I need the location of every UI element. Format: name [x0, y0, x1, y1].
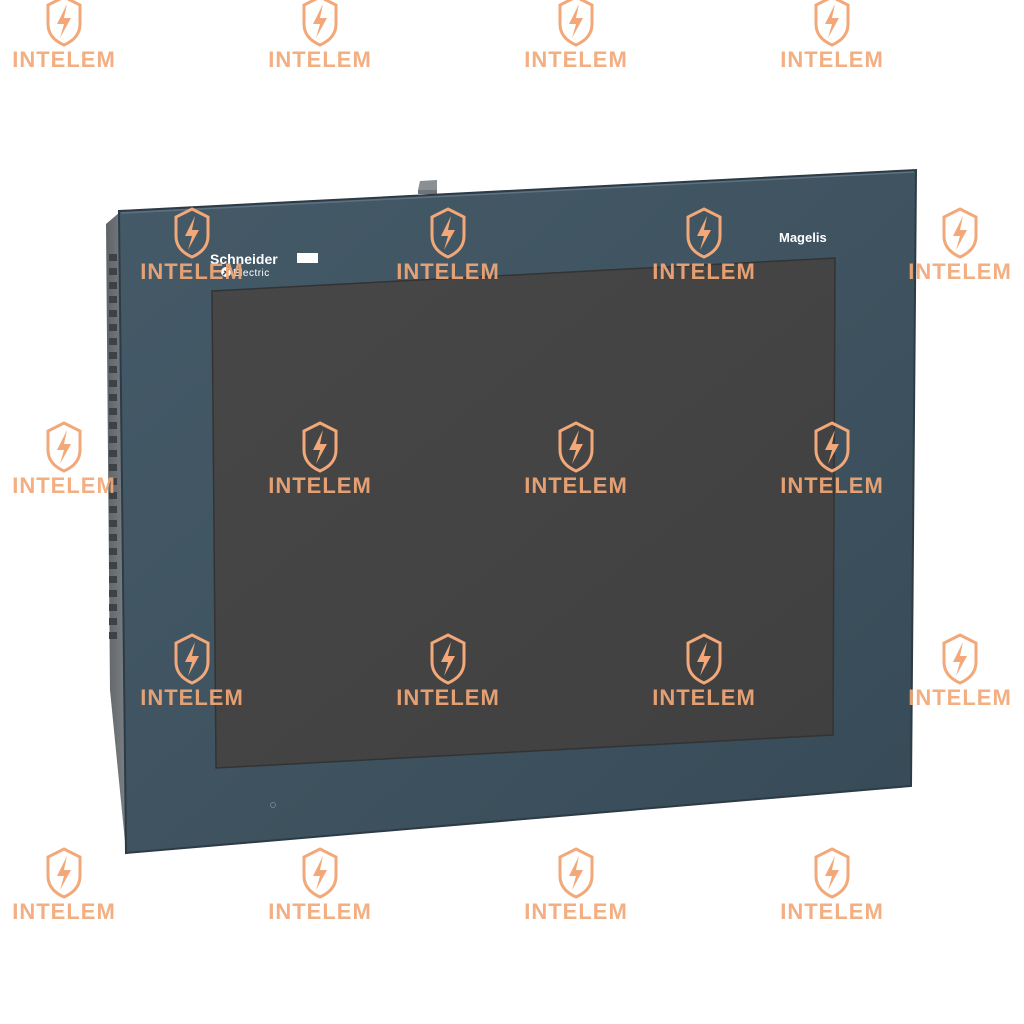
- model-name: Magelis: [779, 230, 827, 245]
- vent-slot: [109, 394, 117, 401]
- display-screen[interactable]: [212, 258, 835, 768]
- schneider-logo: Schneider Electric: [210, 251, 318, 279]
- vent-slot: [109, 548, 117, 555]
- vent-slot: [109, 268, 117, 275]
- vent-slot: [109, 520, 117, 527]
- vent-slot: [109, 576, 117, 583]
- vent-slot: [109, 352, 117, 359]
- vent-slot: [109, 478, 117, 485]
- vent-slot: [109, 618, 117, 625]
- bezel-highlight: [120, 171, 915, 214]
- vent-slot: [109, 534, 117, 541]
- brand-block-icon: [297, 253, 318, 263]
- vent-slots: [109, 254, 117, 639]
- vent-slot: [109, 366, 117, 373]
- vent-slot: [109, 422, 117, 429]
- vent-slot: [109, 380, 117, 387]
- vent-slot: [109, 338, 117, 345]
- brand-name: Schneider: [210, 251, 278, 267]
- vent-slot: [109, 492, 117, 499]
- vent-slot: [109, 604, 117, 611]
- vent-slot: [109, 590, 117, 597]
- vent-slot: [109, 436, 117, 443]
- vent-slot: [109, 632, 117, 639]
- vent-slot: [109, 310, 117, 317]
- vent-slot: [109, 450, 117, 457]
- vent-slot: [109, 562, 117, 569]
- vent-slot: [109, 296, 117, 303]
- brand-sub: Electric: [233, 268, 270, 279]
- vent-slot: [109, 282, 117, 289]
- vent-slot: [109, 506, 117, 513]
- vent-slot: [109, 324, 117, 331]
- bezel-edge: [117, 168, 918, 855]
- vent-slot: [109, 254, 117, 261]
- top-connector: [418, 180, 437, 194]
- led-indicator-icon: [270, 802, 276, 808]
- vent-slot: [109, 408, 117, 415]
- schneider-logo-icon: [221, 267, 231, 277]
- vent-slot: [109, 464, 117, 471]
